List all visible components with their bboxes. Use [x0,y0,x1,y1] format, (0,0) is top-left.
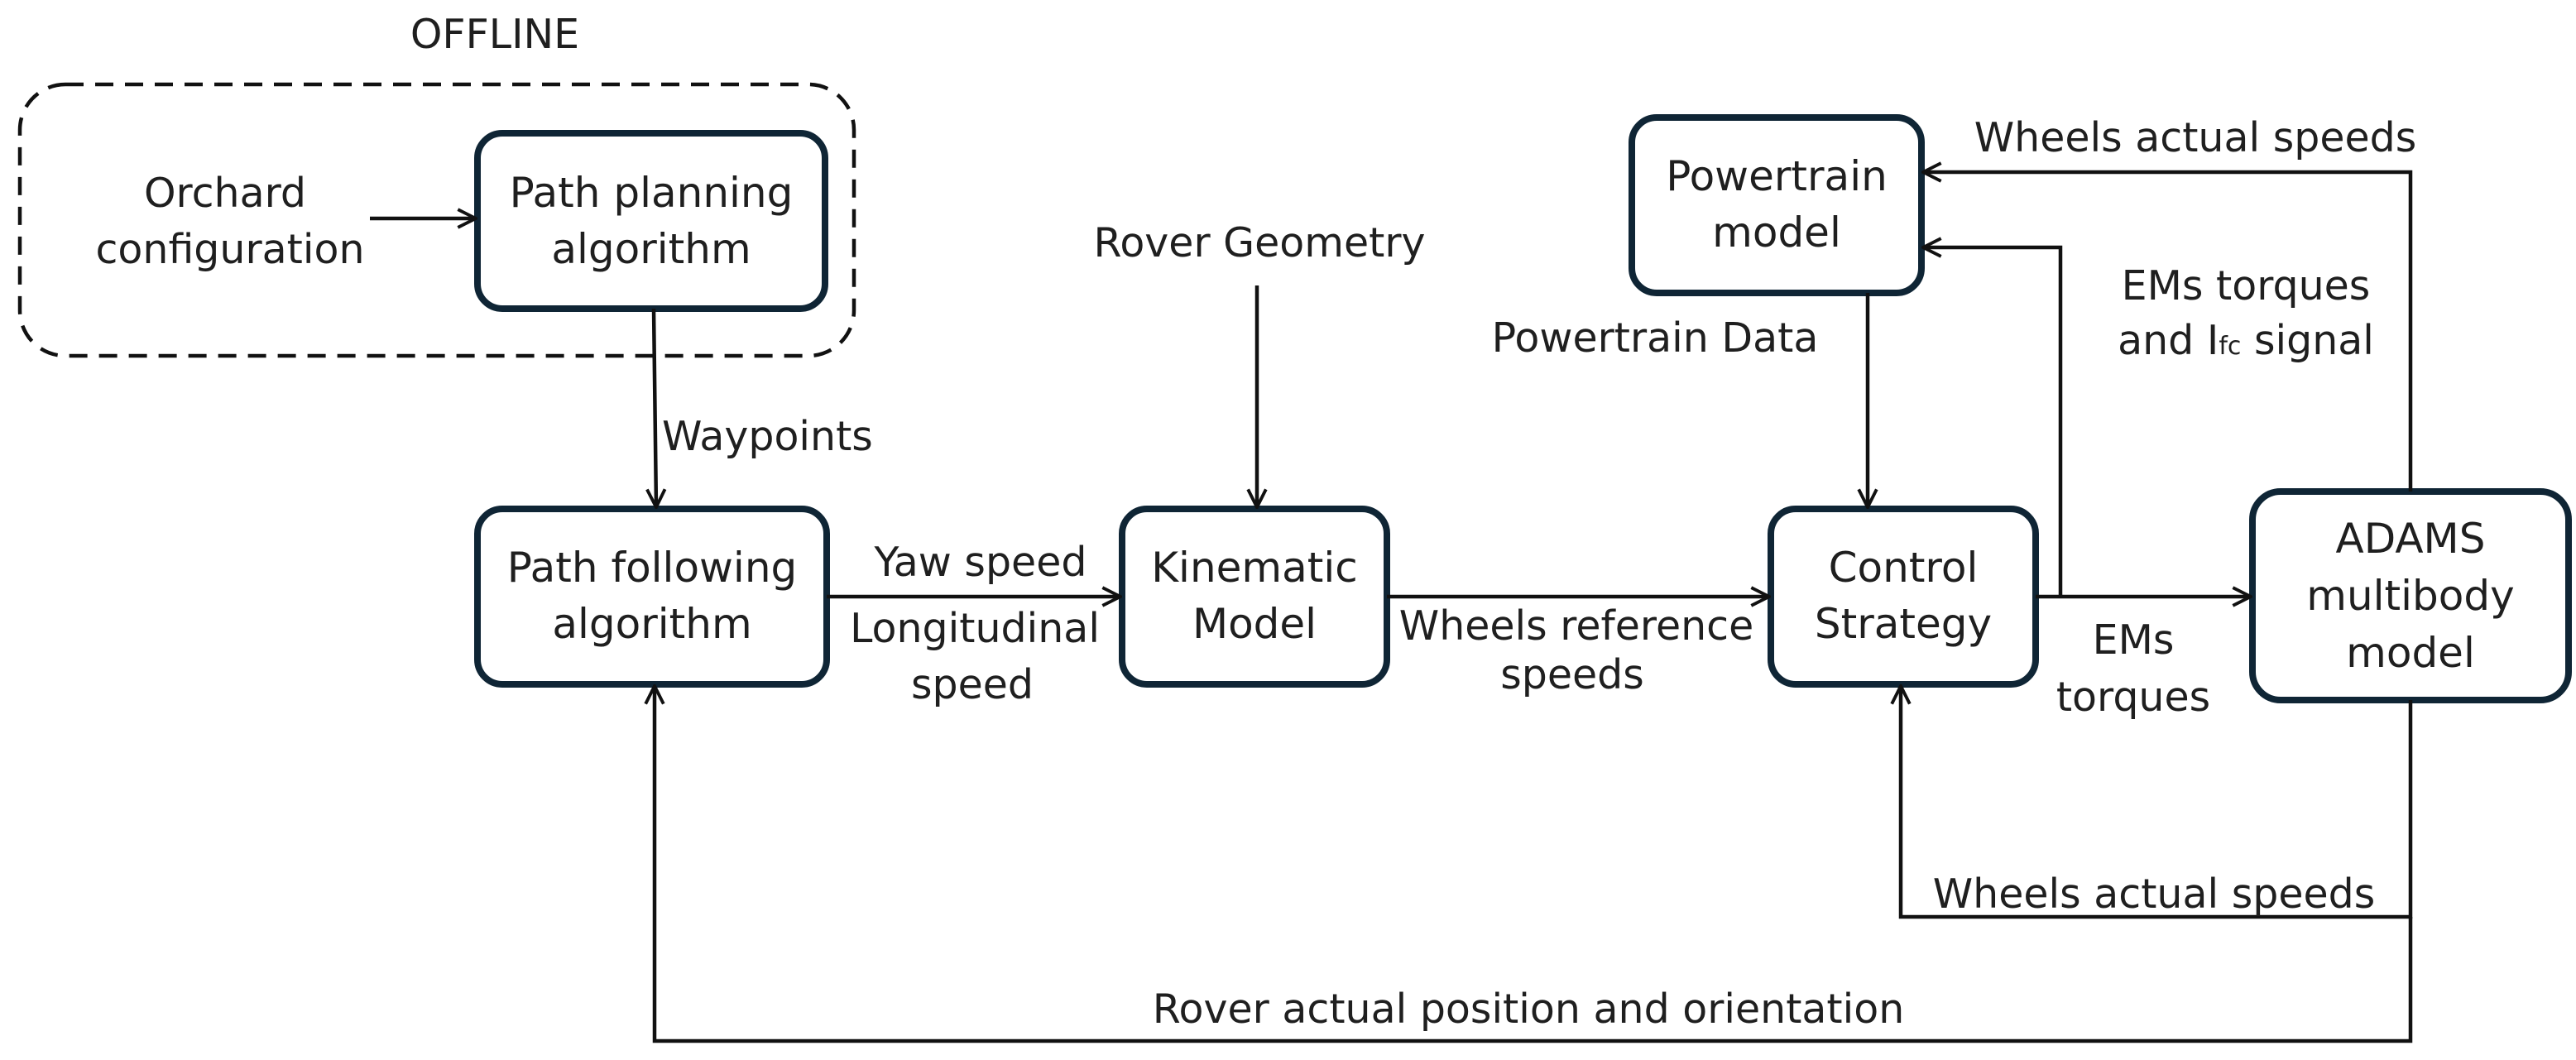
control-strategy-block: Control Strategy [1768,506,2039,688]
wheels-reference-label-2: speeds [1500,651,1644,698]
wheels-reference-label-1: Wheels reference [1399,602,1754,650]
waypoints-label: Waypoints [662,413,873,460]
svg-text:algorithm: algorithm [551,225,751,273]
svg-text:multibody: multibody [2306,572,2514,620]
powertrain-model-block: Powertrain model [1629,114,1925,296]
svg-text:Path planning: Path planning [510,169,794,217]
ems-torques-label-2: torques [2056,674,2210,721]
powertrain-data-label: Powertrain Data [1492,314,1819,362]
path-following-block: Path following algorithm [474,506,830,688]
wheels-actual-top-label: Wheels actual speeds [1974,114,2417,161]
svg-text:ADAMS: ADAMS [2336,515,2486,563]
kinematic-model-block: Kinematic Model [1119,506,1390,688]
rover-position-label: Rover actual position and orientation [1153,986,1905,1033]
waypoints-arrow [654,308,656,507]
adams-multibody-block: ADAMS multibody model [2249,488,2572,703]
longitudinal-speed-label-2: speed [911,661,1034,708]
rover-position-arrow [655,686,2413,1043]
offline-group-title: OFFLINE [410,11,579,58]
offline-group [17,82,856,358]
svg-text:Powertrain: Powertrain [1666,152,1888,200]
svg-text:Orchard: Orchard [144,170,306,217]
wheels-actual-top-arrow [1923,172,2413,492]
ems-ifc-label-1: EMs torques [2122,262,2371,309]
ems-torques-label-1: EMs [2093,616,2175,664]
rover-geometry-input: Rover Geometry [1093,219,1425,266]
svg-text:configuration: configuration [95,226,364,273]
wheels-actual-bottom-arrow [1901,686,2413,919]
svg-text:model: model [1712,209,1841,257]
svg-text:Strategy: Strategy [1815,600,1992,648]
svg-text:Model: Model [1192,600,1317,648]
orchard-configuration-input: Orchard configuration [95,170,364,273]
svg-text:model: model [2346,629,2475,677]
svg-text:Path following: Path following [507,544,798,592]
longitudinal-speed-label-1: Longitudinal [850,605,1100,652]
path-planning-block: Path planning algorithm [474,130,828,312]
ems-ifc-label-2: and Ifc signal [2118,317,2374,364]
ems-ifc-feedback-arrow [1923,247,2063,597]
svg-text:Kinematic: Kinematic [1151,544,1357,592]
wheels-actual-bottom-label: Wheels actual speeds [1933,871,2376,918]
svg-text:algorithm: algorithm [552,600,751,648]
svg-text:Control: Control [1829,544,1979,592]
yaw-speed-label: Yaw speed [874,539,1087,586]
